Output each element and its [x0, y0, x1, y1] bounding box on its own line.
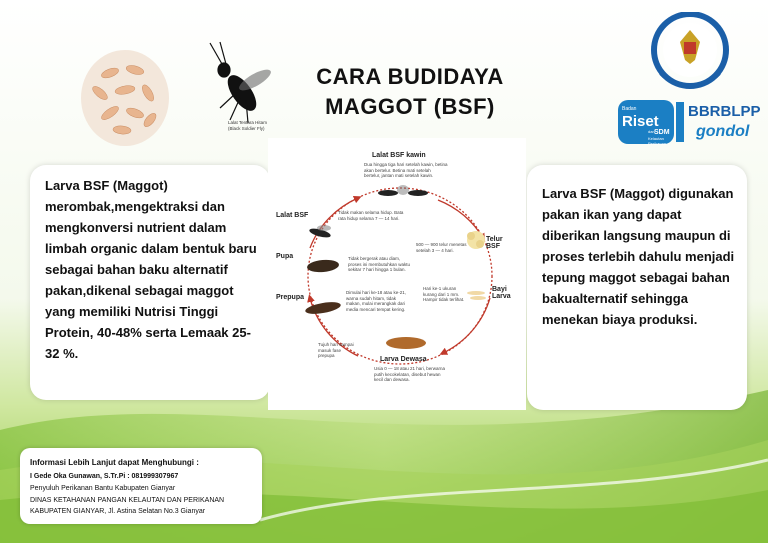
- black-soldier-fly-image: [209, 41, 271, 124]
- logo-gondol-text: gondol: [695, 123, 750, 140]
- fly-caption: Lalat Tentara Hitam (Black Soldier Fly): [228, 120, 267, 131]
- prepupa-icon: [305, 302, 341, 314]
- stage-pupa-label: Pupa: [276, 253, 294, 260]
- stage-prepupa-note: Tujuh hari sampai masuk fase prepupa: [318, 342, 354, 358]
- contact-office: DINAS KETAHANAN PANGAN KELAUTAN DAN PERI…: [30, 497, 225, 504]
- contact-person: I Gede Oka Gunawan, S.Tr.Pi : 0819993079…: [30, 473, 179, 480]
- contact-address: KABUPATEN GIANYAR, Jl. Astina Selatan No…: [30, 508, 206, 515]
- logo-badan-text: Badan: [622, 106, 637, 112]
- stage-bayi-label: Bayi Larva: [492, 286, 511, 300]
- maggot-larvae-image: [81, 50, 169, 146]
- life-cycle-arrows: [305, 185, 493, 365]
- baby-larva-icon: [467, 291, 486, 300]
- stage-pupa-note: Tidak bergerak atau diam, proses ini mem…: [348, 256, 411, 272]
- logo-bbrblpp-text: BBRBLPP: [688, 103, 761, 120]
- logo-perikanan-text: Perikanan: [648, 141, 666, 146]
- stage-lalat-note: Tidak makan selama hidup. Bata rata hidu…: [338, 210, 404, 221]
- stage-kawin-note: Dua hingga tiga hari setelah kawin, beti…: [364, 162, 448, 178]
- mating-flies-icon: [378, 185, 428, 196]
- adult-larva-icon: [386, 337, 426, 349]
- logo-dan-text: dan: [648, 129, 655, 134]
- pupa-icon: [307, 259, 339, 273]
- logo-sdm-text: SDM: [654, 129, 670, 136]
- stage-prepupa-label: Prepupa: [276, 294, 305, 301]
- contact-role: Penyuluh Perikanan Bantu Kabupaten Giany…: [30, 485, 176, 492]
- life-cycle-diagram: Lalat BSF kawin Dua hingga tiga hari set…: [268, 138, 526, 410]
- right-info-card: Larva BSF (Maggot) digunakan pakan ikan …: [527, 165, 747, 410]
- stage-dewasa-note: Usia 0 — 18 atau 21 hari, berwarna putih…: [374, 366, 446, 382]
- right-info-text: Larva BSF (Maggot) digunakan pakan ikan …: [542, 186, 735, 327]
- ministry-emblem-logo: [651, 12, 729, 89]
- stage-telur-label: Telur BSF: [486, 236, 503, 250]
- page-title: CARA BUDIDAYA MAGGOT (BSF): [316, 64, 504, 119]
- logo-riset-text: Riset: [622, 113, 659, 130]
- contact-heading: Informasi Lebih Lanjut dapat Menghubungi…: [30, 458, 199, 467]
- left-info-text: Larva BSF (Maggot) merombak,mengektraksi…: [45, 178, 257, 361]
- stage-kawin-label: Lalat BSF kawin: [372, 152, 426, 159]
- adult-fly-icon: [309, 225, 331, 238]
- stage-prepupa-note-2: Dimulai hari ke-18 atau ke-21, warna sud…: [346, 290, 407, 312]
- stage-bayi-note: Hari ke-1 ukuran kurang dari 1 mm. Hampi…: [423, 286, 465, 302]
- left-info-card: Larva BSF (Maggot) merombak,mengektraksi…: [30, 165, 270, 400]
- logo-kelautan-text: Kelautan: [648, 136, 664, 141]
- contact-info-box: Informasi Lebih Lanjut dapat Menghubungi…: [20, 448, 262, 524]
- bbrblpp-riset-logo: Badan Riset dan SDM Kelautan Perikanan B…: [618, 100, 761, 146]
- stage-telur-note: 500 — 900 telur menetas setelah 3 — 4 ha…: [416, 242, 467, 253]
- egg-cluster-icon: [467, 231, 485, 249]
- stage-dewasa-label: Larva Dewasa: [380, 356, 427, 363]
- stage-lalat-label: Lalat BSF: [276, 212, 309, 219]
